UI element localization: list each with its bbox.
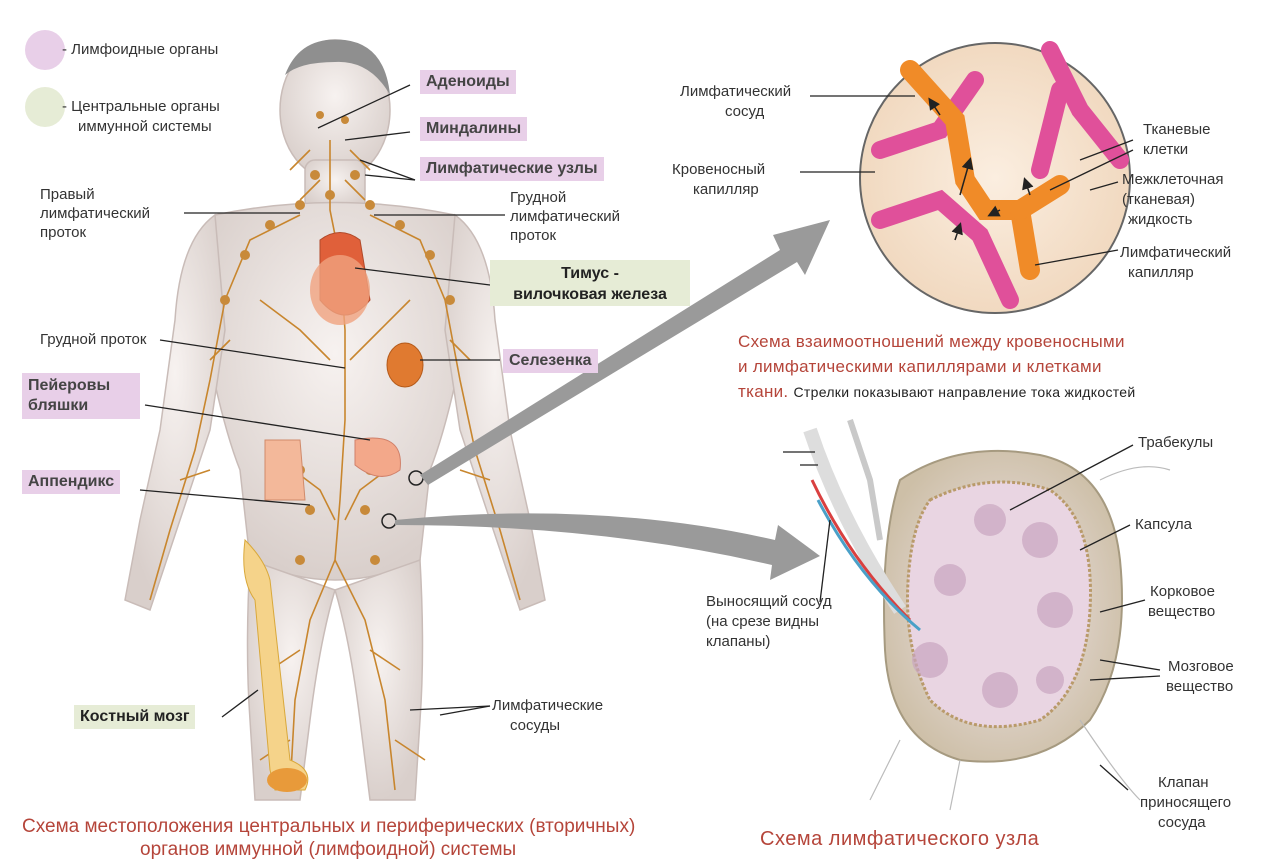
legend-lymphoid-swatch [25, 30, 65, 70]
cap-label-interstitial-1: Межклеточная [1122, 170, 1223, 189]
node-label-medulla-1: Мозговое [1168, 657, 1234, 676]
cap-label-blood-cap-2: капилляр [693, 180, 759, 199]
heart [310, 255, 370, 325]
caption-right-top-line2: и лимфатическими капиллярами и клетками [738, 355, 1102, 379]
label-thoracic-duct: Грудной проток [40, 330, 146, 349]
node-label-efferent-3: клапаны) [706, 632, 770, 651]
label-adenoids: Аденоиды [420, 70, 516, 94]
label-thoracic-lymph-1: Грудной [510, 188, 566, 207]
caption-left-line1: Схема местоположения центральных и периф… [22, 815, 635, 838]
cap-label-interstitial-3: жидкость [1128, 210, 1192, 229]
caption-right-top-note: Стрелки показывают направление тока жидк… [794, 384, 1136, 400]
cap-label-tissue-cells-1: Тканевые [1143, 120, 1210, 139]
label-peyer-2: бляшки [28, 396, 134, 416]
label-tonsils: Миндалины [420, 117, 527, 141]
label-right-duct-3: проток [40, 223, 86, 242]
caption-right-bottom: Схема лимфатического узла [760, 828, 1039, 851]
node-label-valve-3: сосуда [1158, 813, 1206, 832]
node-label-trabeculae: Трабекулы [1138, 433, 1213, 452]
cap-label-lymph-vessel-1: Лимфатический [680, 82, 791, 101]
label-thymus-1: Тимус - [490, 263, 690, 284]
label-spleen: Селезенка [503, 349, 598, 373]
cap-label-blood-cap-1: Кровеносный [672, 160, 765, 179]
node-label-efferent-2: (на срезе видны [706, 612, 819, 631]
legend-lymphoid-label: - Лимфоидные органы [62, 40, 218, 59]
lymph-node-section [810, 420, 1170, 810]
cap-label-lymph-cap-2: капилляр [1128, 263, 1194, 282]
node-label-efferent-1: Выносящий сосуд [706, 592, 832, 611]
node-label-cortex-1: Корковое [1150, 582, 1215, 601]
legend-central-swatch [25, 87, 65, 127]
label-peyer-1: Пейеровы [28, 376, 134, 396]
label-right-duct-2: лимфатический [40, 204, 150, 223]
label-lymph-vessels-1: Лимфатические [492, 696, 603, 715]
caption-right-top-line1: Схема взаимоотношений между кровеносными [738, 330, 1125, 354]
label-thymus-box: Тимус - вилочковая железа [490, 260, 690, 306]
node-label-cortex-2: вещество [1148, 602, 1215, 621]
cap-label-interstitial-2: (тканевая) [1122, 190, 1195, 209]
spleen-organ [387, 343, 423, 387]
capillary-circle [860, 43, 1130, 313]
label-thoracic-lymph-3: проток [510, 226, 556, 245]
cap-label-tissue-cells-2: клетки [1143, 140, 1188, 159]
label-right-duct-1: Правый [40, 185, 95, 204]
node-label-valve-2: приносящего [1140, 793, 1231, 812]
human-body [125, 40, 545, 800]
label-lymph-vessels-2: сосуды [510, 716, 560, 735]
caption-left-line2: органов иммунной (лимфоидной) системы [140, 838, 516, 861]
node-label-capsule: Капсула [1135, 515, 1192, 534]
large-intestine [265, 440, 305, 500]
arrow-to-node [395, 513, 820, 580]
legend-central-label-2: иммунной системы [78, 117, 212, 136]
label-thoracic-lymph-2: лимфатический [510, 207, 620, 226]
label-peyer-box: Пейеровы бляшки [22, 373, 140, 419]
label-lymph-nodes: Лимфатические узлы [420, 157, 604, 181]
label-bone-marrow: Костный мозг [74, 705, 195, 729]
legend-central-label-1: - Центральные органы [62, 97, 220, 116]
node-label-valve-1: Клапан [1158, 773, 1209, 792]
caption-right-top-line3-wrap: ткани. Стрелки показывают направление то… [738, 380, 1136, 404]
node-label-medulla-2: вещество [1166, 677, 1233, 696]
caption-right-top-line3: ткани. [738, 382, 788, 401]
cap-label-lymph-cap-1: Лимфатический [1120, 243, 1231, 262]
label-thymus-2: вилочковая железа [490, 284, 690, 305]
label-appendix: Аппендикс [22, 470, 120, 494]
cap-label-lymph-vessel-2: сосуд [725, 102, 764, 121]
